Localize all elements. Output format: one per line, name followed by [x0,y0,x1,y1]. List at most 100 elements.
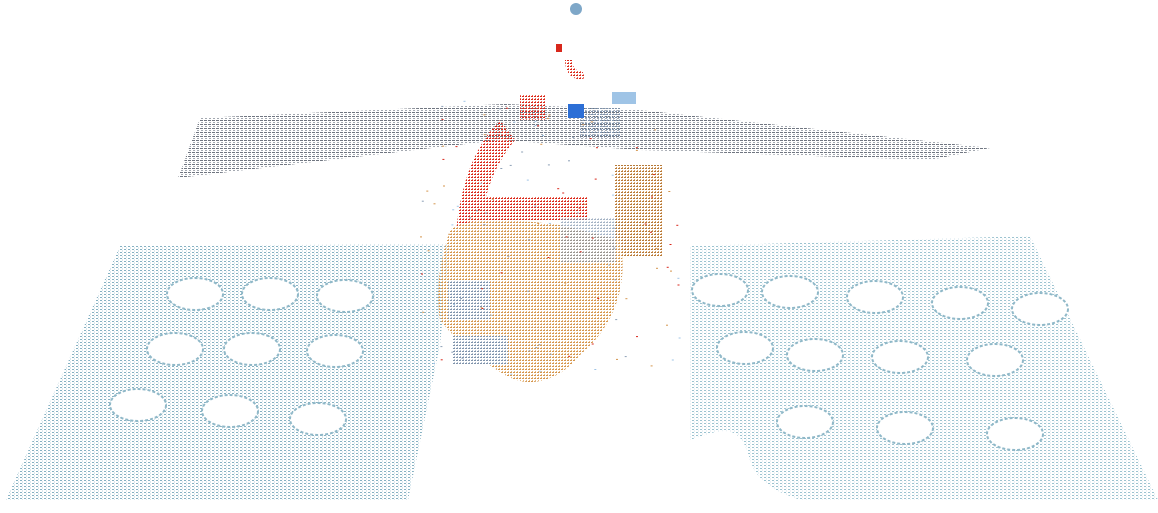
stray-point [513,121,516,123]
stray-point [455,146,458,148]
stray-point [510,373,513,375]
stray-point [590,121,593,123]
stray-point [475,210,478,212]
floor-puck-hole [201,394,259,428]
stray-point [421,200,424,202]
stray-point [440,359,443,361]
stray-point [548,114,551,116]
stray-point [676,224,679,226]
stray-point [460,298,463,299]
stray-point [616,358,618,360]
stray-point [579,251,582,253]
floor-puck-hole [166,277,224,311]
floor-puck-hole [223,332,281,366]
floor-puck-hole [306,334,364,368]
floor-puck-hole [316,279,374,313]
left-floor-plane [6,244,450,500]
stray-point [677,277,680,279]
back-rail [178,104,990,178]
floor-puck-hole [846,280,904,314]
floor-puck-hole [289,402,347,436]
stray-point [534,125,537,126]
stray-point [670,270,672,272]
stray-point [656,267,658,269]
stray-point [463,100,466,102]
stray-point [483,134,486,136]
stray-point [562,192,565,194]
stray-point [557,188,560,190]
floor-puck-hole [761,275,819,309]
stray-point [678,337,681,339]
floor-holes [109,273,1069,451]
stray-point [650,365,653,367]
stray-point [655,247,658,249]
stray-point [591,343,594,345]
stray-point [608,264,611,266]
stray-point [547,257,550,258]
stray-point [576,212,579,214]
stray-point [479,182,482,184]
stray-point [499,108,501,110]
stray-point [452,209,455,211]
stray-point [534,205,537,207]
floor-puck-hole [241,277,299,311]
floor-puck-hole [986,417,1044,451]
stray-point [451,351,454,353]
stray-point [572,136,575,138]
stray-point [440,346,443,348]
stray-point [649,231,652,233]
stray-point [427,250,430,252]
floor-puck-hole [876,411,934,445]
stray-point [612,227,615,229]
central-object [438,3,663,383]
stray-point [500,168,503,169]
right-floor-gap [690,431,800,500]
stray-point [547,117,549,119]
stray-point [535,347,538,349]
stray-point [420,236,422,238]
stray-point [578,207,581,209]
stray-point [451,224,454,226]
stray-point [421,273,423,275]
stray-point [542,135,544,136]
stray-point [666,266,669,268]
stray-point [500,272,503,274]
stray-point [636,336,638,338]
stray-point [583,203,586,205]
stray-point [651,196,653,198]
stray-point [615,319,618,321]
stray-point [548,222,551,224]
stray-point [597,298,600,299]
stray-point [635,149,638,151]
stray-point [490,314,493,316]
stray-points [420,100,681,375]
stray-point [442,158,445,160]
stray-point [509,164,512,166]
stray-point [483,224,486,226]
stray-point [611,174,614,176]
stray-point [635,147,638,149]
stray-point [671,359,674,361]
stray-point [613,247,616,249]
stray-point [506,107,508,109]
stray-point [485,212,488,214]
stray-point [480,307,483,309]
stray-point [537,125,540,127]
stray-point [528,239,531,241]
stray-point [534,121,537,123]
stray-point [606,279,609,280]
stray-point [453,304,456,305]
floor-puck-hole [776,405,834,439]
stray-point [426,190,429,192]
stray-point [653,174,655,176]
stray-point [441,105,444,107]
floor-puck-hole [871,340,929,374]
stray-point [528,350,531,352]
stray-point [596,147,598,149]
stray-point [527,290,530,292]
stray-point [582,124,585,126]
stray-point [442,145,445,147]
stray-point [547,164,550,166]
